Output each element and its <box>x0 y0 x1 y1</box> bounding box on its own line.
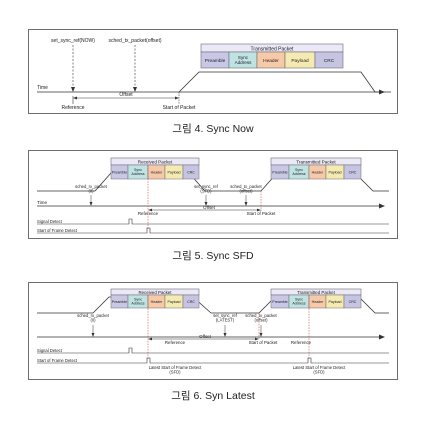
start-of-packet-label: Start of Packet <box>247 211 277 216</box>
transmitted-title: Transmitted Packet <box>296 160 336 165</box>
latest-sfd-note-1: Latest Start of Frame Detect(SFD) <box>149 365 202 375</box>
svg-text:CRC: CRC <box>349 171 357 175</box>
offset-label: Offset <box>203 205 215 210</box>
sfd-label: Start of Frame Detect <box>37 228 78 233</box>
signal-detect-line <box>37 218 389 225</box>
svg-text:Preamble: Preamble <box>272 300 287 304</box>
signal-detect-label: Signal Detect <box>37 219 63 224</box>
svg-text:CRC: CRC <box>349 300 357 304</box>
signal-detect-label: Signal Detect <box>37 348 63 353</box>
signal-detect-line <box>37 347 389 354</box>
transmitted-title: Transmitted Packet <box>297 290 335 295</box>
svg-text:Header: Header <box>151 171 164 175</box>
packet-envelope <box>178 71 391 93</box>
svg-text:Header: Header <box>312 300 325 304</box>
time-axis-arrow <box>379 89 385 95</box>
packet-title: Transmitted Packet <box>251 47 294 53</box>
segment-header-label: Header <box>263 58 279 64</box>
offset-label: Offset <box>119 92 133 98</box>
offset-label: Offset <box>199 334 211 339</box>
call-set-sync-ref: set_sync_ref(NOW) <box>51 38 95 44</box>
call-sched-tx-packet: sched_tx_packet(offset) <box>245 313 277 323</box>
segment-crc <box>314 51 344 69</box>
segment-crc-label: CRC <box>324 58 335 64</box>
caption-figure-6: 그림 6. Syn Latest <box>171 390 255 402</box>
svg-text:Payload: Payload <box>329 171 342 175</box>
time-label: Time <box>37 85 48 91</box>
svg-text:Payload: Payload <box>168 171 181 175</box>
svg-text:Preamble: Preamble <box>272 171 287 175</box>
svg-text:CRC: CRC <box>187 171 195 175</box>
call-sched-rx-packet: sched_rx_packet(0) <box>77 313 109 323</box>
received-title: Received Packet <box>138 160 173 165</box>
segment-payload-label: Payload <box>291 58 309 64</box>
schedule-arrow <box>133 87 137 92</box>
call-sched-tx-packet: sched_tx_packet(offset) <box>109 38 162 44</box>
start-of-packet-label: Start of Packet <box>163 105 196 111</box>
sfd-line <box>37 357 389 364</box>
sfd-line <box>37 227 389 234</box>
svg-text:Payload: Payload <box>329 300 342 304</box>
svg-text:Preamble: Preamble <box>112 171 127 175</box>
svg-text:CRC: CRC <box>187 300 195 304</box>
caption-figure-4: 그림 4. Sync Now <box>172 123 254 135</box>
svg-text:Header: Header <box>312 171 325 175</box>
call-sched-tx-packet: sched_tx_packet(offset) <box>230 184 262 194</box>
reference-label: Reference <box>138 211 159 216</box>
sfd-label: Start of Frame Detect <box>37 358 78 363</box>
reference-label: Reference <box>165 340 186 345</box>
reference-arrow <box>71 87 75 92</box>
second-reference-label: Reference <box>291 340 312 345</box>
latest-sfd-note-2: Latest Start of Frame Detect(SFD) <box>293 365 346 375</box>
time-label: Time <box>37 200 47 205</box>
call-sched-rx-packet: sched_rx_packet(0) <box>75 184 107 194</box>
reference-label: Reference <box>61 105 84 111</box>
call-set-sync-ref: set_sync_ref(SFD) <box>194 184 219 194</box>
svg-text:Preamble: Preamble <box>112 300 127 304</box>
svg-text:Payload: Payload <box>168 300 181 304</box>
segment-preamble-label: Preamble <box>205 58 226 64</box>
svg-text:Header: Header <box>151 300 164 304</box>
received-title: Received Packet <box>139 290 173 295</box>
caption-figure-5: 그림 5. Sync SFD <box>172 250 254 262</box>
call-set-sync-ref: set_sync_ref(LATEST) <box>213 313 238 323</box>
start-of-packet-label: Start of Packet <box>249 340 279 345</box>
